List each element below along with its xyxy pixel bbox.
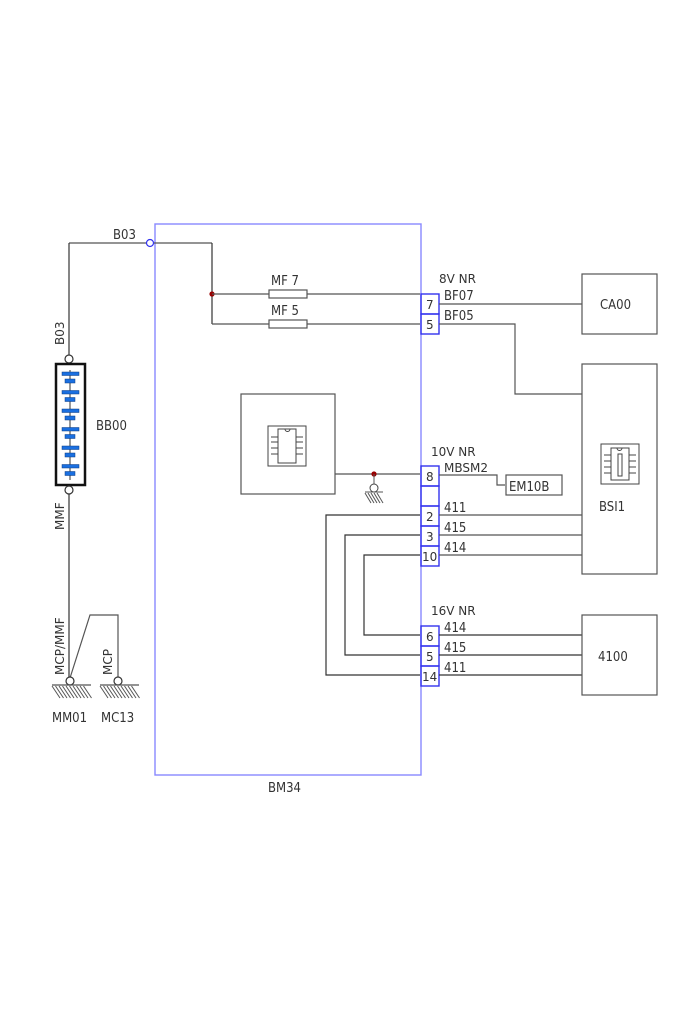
component-4100-label: 4100 [598, 650, 628, 665]
component-bsi1 [581, 363, 658, 575]
ground-mc13-label: MC13 [101, 711, 134, 726]
wire-415-label: 415 [444, 521, 466, 536]
ground-mc13-icon [99, 676, 140, 699]
input-connector-terminal [145, 238, 155, 248]
battery-label: BB00 [96, 419, 127, 434]
component-4100 [581, 614, 658, 696]
pin-3-label: 3 [426, 530, 434, 544]
wire-414-label: 414 [444, 541, 466, 556]
fuse-mf7-icon [268, 289, 308, 299]
connector-16v-label: 16V NR [431, 604, 476, 618]
wire-414-internal [363, 554, 420, 636]
chip-icon [267, 425, 307, 467]
pin-14 [420, 665, 440, 687]
battery-top-wire-label: B03 [53, 321, 67, 345]
connector-10v-label: 10V NR [431, 445, 476, 459]
pin-empty [420, 485, 440, 507]
wire-411b-label: 411 [444, 661, 466, 676]
component-ca00-label: CA00 [600, 298, 631, 313]
fuse-mf7-label: MF 7 [271, 274, 299, 289]
wire-411-label: 411 [444, 501, 466, 516]
ground-mm01-label: MM01 [52, 711, 87, 726]
pin-10-label: 10 [422, 550, 437, 564]
wire-bf05-label: BF05 [444, 309, 474, 324]
wire-411-internal [325, 514, 420, 676]
ground-mm01-wire-label: MCP/MMF [53, 617, 67, 675]
ecu-block [240, 393, 336, 495]
wire-mcp [69, 614, 119, 679]
pin-5b-label: 5 [426, 650, 434, 664]
component-ca00 [581, 273, 658, 335]
pin-8-label: 8 [426, 470, 434, 484]
component-em10b [505, 474, 563, 496]
battery-positive-terminal [64, 354, 74, 364]
component-bsi1-label: BSI1 [599, 500, 625, 515]
battery-negative-terminal [64, 485, 74, 495]
battery-bottom-wire-label: MMF [53, 502, 67, 530]
fuse-mf5-label: MF 5 [271, 304, 299, 319]
pin-6-label: 6 [426, 630, 434, 644]
module-bm34-label: BM34 [268, 781, 301, 796]
connector-8v-label: 8V NR [439, 272, 476, 286]
input-connector-label: B03 [113, 228, 136, 243]
chip-icon [600, 443, 640, 485]
ground-mm01-icon [51, 676, 92, 699]
pin-2-label: 2 [426, 510, 434, 524]
wire-415b-label: 415 [444, 641, 466, 656]
wire-mbsm2 [439, 474, 505, 486]
pin-10 [420, 545, 440, 567]
wire-bf07-label: BF07 [444, 289, 474, 304]
ground-mc13-wire-label: MCP [101, 649, 115, 675]
wire-415-internal [344, 534, 420, 656]
wire-414b-label: 414 [444, 621, 466, 636]
wire-mbsm2-label: MBSM2 [444, 461, 488, 475]
ground-internal-icon [364, 474, 384, 504]
fuse-mf5-icon [268, 319, 308, 329]
battery-icon [54, 362, 87, 487]
pin-7-label: 7 [426, 298, 434, 312]
pin-5-label: 5 [426, 318, 434, 332]
pin-14-label: 14 [422, 670, 437, 684]
component-em10b-label: EM10B [509, 480, 549, 495]
wire-bf05 [439, 323, 582, 395]
